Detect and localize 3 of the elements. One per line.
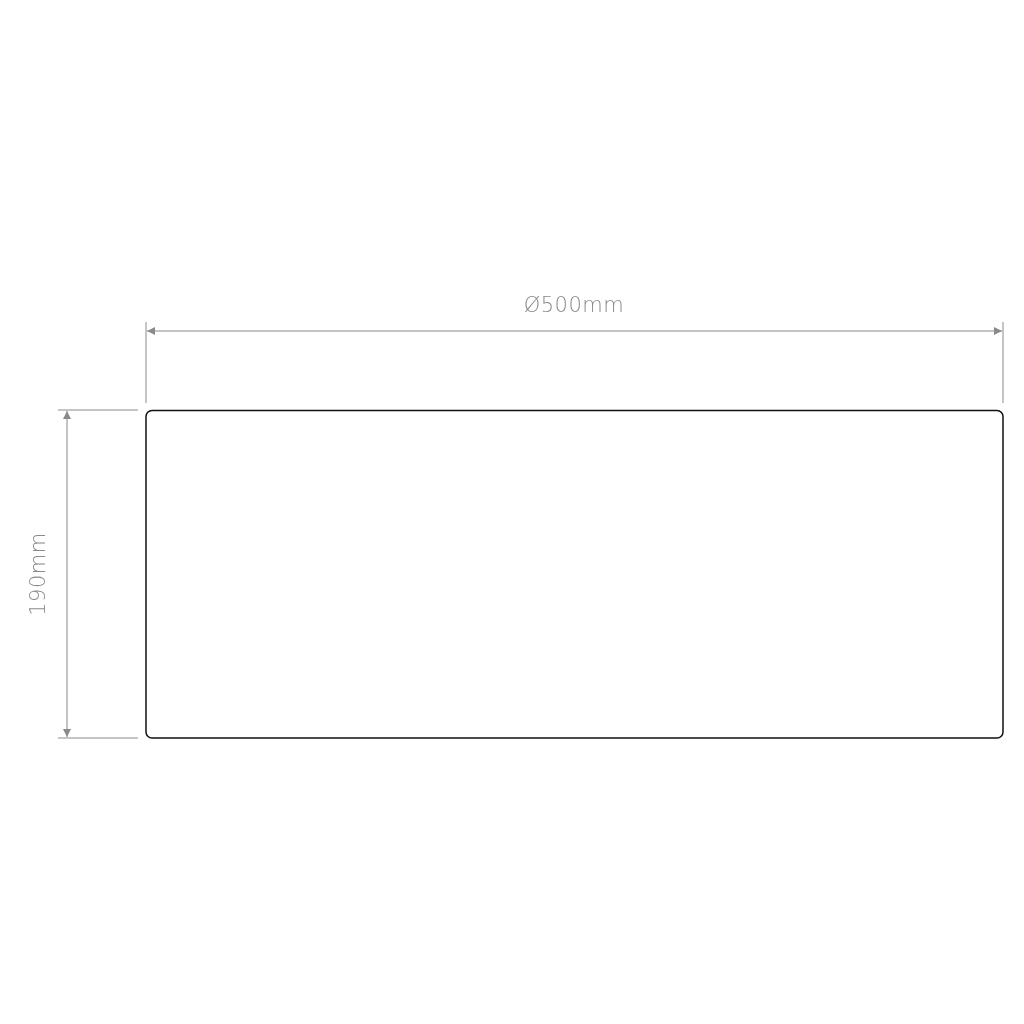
object-outline bbox=[145, 409, 1004, 739]
dimension-label: 190mm bbox=[27, 532, 49, 616]
dimension-label: Ø500mm bbox=[523, 294, 625, 316]
